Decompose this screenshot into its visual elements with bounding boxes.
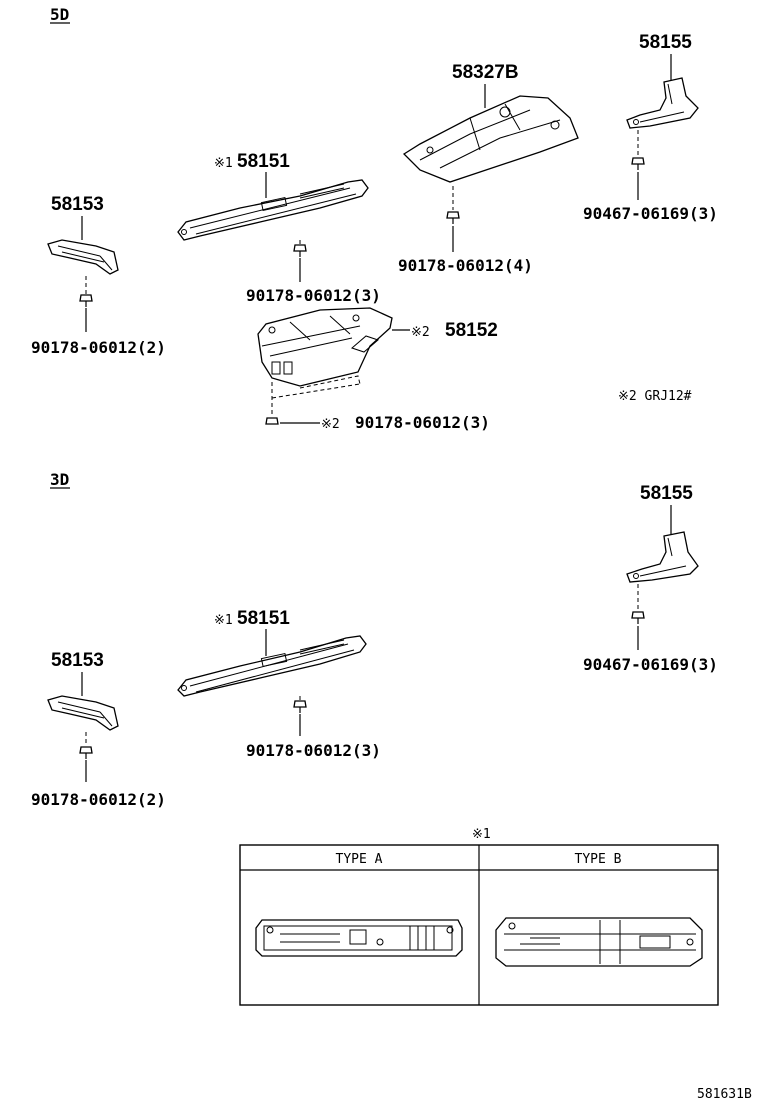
figure-id: 581631B [697,1087,752,1102]
bolt-icon-3d-c [79,746,93,759]
label-58153-5d: 58153 [51,194,104,215]
label-90467-3d: 90467-06169(3) [583,655,718,674]
label-90178-2-3d: 90178-06012(2) [31,790,166,809]
dash-58152 [271,375,361,414]
label-90467-5d: 90467-06169(3) [583,204,718,223]
label-58151-3d: 58151 [237,608,290,629]
heading-5d: 5D [50,5,69,24]
type-a-header: TYPE A [336,852,383,867]
part-58153-3d [47,695,119,731]
part-58152 [257,307,393,387]
part-58327b [402,95,579,183]
mark-90178-3b: ※2 [321,417,340,432]
heading-3d: 3D [50,470,69,489]
label-90178-4: 90178-06012(4) [398,256,533,275]
label-58152: 58152 [445,320,498,341]
label-90178-3b: 90178-06012(3) [355,413,490,432]
label-58151-5d: 58151 [237,151,290,172]
bolt-icon-3d-b [293,700,307,713]
mark-58151-3d: ※1 [214,613,233,628]
bolt-icon-5d-a [631,157,645,170]
part-58155-3d [626,531,699,583]
label-58155-3d: 58155 [640,483,693,504]
mark-58152: ※2 [411,325,430,340]
type-b-header: TYPE B [575,852,622,867]
mark-type-table: ※1 [472,827,491,842]
bolt-icon-5d-d [79,294,93,307]
bolt-icon-3d-a [631,611,645,624]
bolt-icon-5d-b [446,211,460,224]
label-90178-3a: 90178-06012(3) [246,286,381,305]
note-grj12: ※2 GRJ12# [618,389,692,404]
part-58155-5d [626,77,699,129]
type-b-shield [495,917,703,967]
label-58155-5d: 58155 [639,32,692,53]
label-58327b: 58327B [452,62,519,83]
bolt-icon-5d-c [293,244,307,257]
part-58151-3d [177,635,367,697]
label-58153-3d: 58153 [51,650,104,671]
bolt-icon-5d-e [265,417,279,425]
type-a-shield [255,919,463,957]
part-58151-5d [177,179,369,241]
mark-58151-5d: ※1 [214,156,233,171]
label-90178-2-5d: 90178-06012(2) [31,338,166,357]
label-90178-3-3d: 90178-06012(3) [246,741,381,760]
part-58153-5d [47,239,119,275]
